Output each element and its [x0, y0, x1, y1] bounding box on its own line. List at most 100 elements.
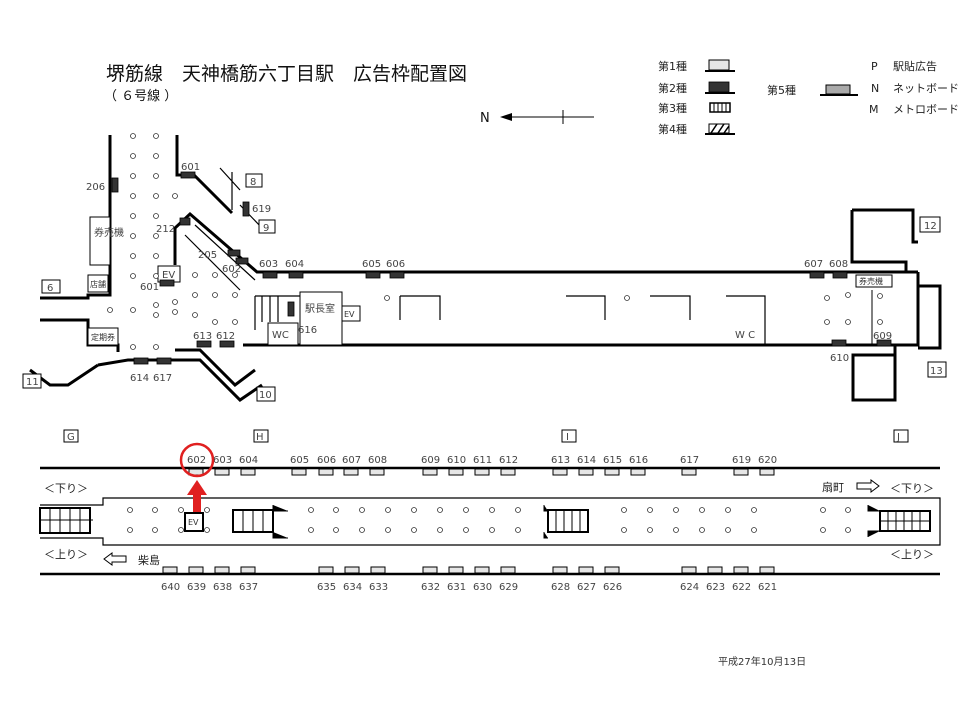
platform-ad-top-620[interactable]: 620: [758, 455, 777, 476]
concourse-ad-605[interactable]: 605: [362, 259, 381, 279]
column: [333, 507, 339, 513]
platform-ad-bottom-632[interactable]: 632: [421, 566, 440, 593]
concourse-ad-612[interactable]: 612: [216, 331, 235, 348]
concourse-ad-206[interactable]: 206: [86, 177, 119, 193]
platform-ad-bottom-621[interactable]: 621: [758, 566, 777, 593]
ad-number: 606: [386, 259, 405, 270]
platform-ad-top-613[interactable]: 613: [551, 455, 570, 476]
platform-ad-bottom-631[interactable]: 631: [447, 566, 466, 593]
platform-ad-top-602[interactable]: 602: [187, 455, 206, 476]
svg-text:10: 10: [259, 390, 272, 401]
hatched-frame-icon: [705, 123, 735, 135]
arrow-left-icon: [103, 552, 127, 566]
concourse-ad-617[interactable]: 617: [153, 357, 172, 384]
svg-text:I: I: [566, 432, 569, 443]
ad-number: 212: [156, 224, 175, 235]
exit-8: 8: [245, 173, 263, 188]
concourse-ad-614[interactable]: 614: [130, 357, 149, 384]
ad-number: 639: [187, 582, 206, 593]
gray-frame-icon: [820, 84, 858, 96]
platform-ad-top-609[interactable]: 609: [421, 455, 440, 476]
ad-number: 205: [198, 250, 217, 261]
ad-number: 603: [259, 259, 278, 270]
concourse-ad-610[interactable]: 610: [830, 339, 849, 364]
concourse-ad-212[interactable]: 212: [156, 217, 191, 235]
ad-number: 614: [577, 455, 596, 466]
column: [153, 133, 159, 139]
ad-number: 601: [181, 162, 200, 173]
column: [621, 527, 627, 533]
column: [212, 272, 218, 278]
svg-text:9: 9: [263, 223, 269, 234]
exit-6: 6: [41, 279, 61, 294]
platform-ad-bottom-626[interactable]: 626: [603, 566, 622, 593]
platform-ad-bottom-627[interactable]: 627: [577, 566, 596, 593]
column: [820, 507, 826, 513]
column: [127, 507, 133, 513]
column: [178, 507, 184, 513]
platform-ad-top-606[interactable]: 606: [317, 455, 336, 476]
platform-ad-top-605[interactable]: 605: [290, 455, 309, 476]
column: [824, 295, 830, 301]
platform-ad-top-619[interactable]: 619: [732, 455, 751, 476]
ad-number: 614: [130, 373, 149, 384]
column: [153, 193, 159, 199]
platform-ad-bottom-628[interactable]: 628: [551, 566, 570, 593]
column: [153, 312, 159, 318]
concourse-ad-604[interactable]: 604: [285, 259, 304, 279]
svg-text:J: J: [896, 432, 900, 443]
ad-number: 631: [447, 582, 466, 593]
platform-ad-top-604[interactable]: 604: [239, 455, 258, 476]
column: [153, 173, 159, 179]
platform-ad-top-607[interactable]: 607: [342, 455, 361, 476]
platform-ad-bottom-630[interactable]: 630: [473, 566, 492, 593]
ad-number: 604: [239, 455, 258, 466]
platform-ad-bottom-622[interactable]: 622: [732, 566, 751, 593]
platform-ad-top-614[interactable]: 614: [577, 455, 596, 476]
concourse-ad-613[interactable]: 613: [193, 331, 212, 348]
ad-number: 637: [239, 582, 258, 593]
platform-ad-bottom-624[interactable]: 624: [680, 566, 699, 593]
platform-ad-top-603[interactable]: 603: [213, 455, 232, 476]
column: [621, 507, 627, 513]
ad-number: 627: [577, 582, 596, 593]
column: [463, 507, 469, 513]
column: [308, 527, 314, 533]
concourse-ad-205[interactable]: 205: [198, 249, 241, 261]
ad-number: 607: [804, 259, 823, 270]
concourse-ad-606[interactable]: 606: [386, 259, 405, 279]
concourse-ad-608[interactable]: 608: [829, 259, 848, 279]
concourse-ad-609[interactable]: 609: [873, 331, 892, 347]
platform-ad-top-611[interactable]: 611: [473, 455, 492, 476]
platform-ad-top-608[interactable]: 608: [368, 455, 387, 476]
concourse-ad-607[interactable]: 607: [804, 259, 825, 279]
platform-ad-top-617[interactable]: 617: [680, 455, 699, 476]
platform-ad-top-615[interactable]: 615: [603, 455, 622, 476]
column: [172, 193, 178, 199]
concourse-ad-616[interactable]: 616: [287, 301, 317, 336]
platform-ad-top-616[interactable]: 616: [629, 455, 648, 476]
platform-ad-bottom-634[interactable]: 634: [343, 566, 362, 593]
platform-ad-bottom-638[interactable]: 638: [213, 566, 232, 593]
platform-ad-bottom-640[interactable]: 640: [161, 566, 180, 593]
concourse-ad-601[interactable]: 601: [180, 162, 200, 179]
concourse-ad-602[interactable]: 602: [222, 257, 249, 275]
column: [130, 213, 136, 219]
concourse-ad-601[interactable]: 601: [140, 279, 175, 293]
column: [130, 253, 136, 259]
platform-ad-bottom-639[interactable]: 639: [187, 566, 206, 593]
platform-ad-bottom-629[interactable]: 629: [499, 566, 518, 593]
ad-number: 634: [343, 582, 362, 593]
platform-ad-top-610[interactable]: 610: [447, 455, 466, 476]
platform-ad-bottom-623[interactable]: 623: [706, 566, 725, 593]
platform-ad-bottom-633[interactable]: 633: [369, 566, 388, 593]
platform-ad-top-612[interactable]: 612: [499, 455, 518, 476]
concourse-ad-603[interactable]: 603: [259, 259, 278, 279]
concourse-ad-619[interactable]: 619: [242, 201, 271, 217]
platform-ad-bottom-635[interactable]: 635: [317, 566, 336, 593]
exit-10: 10: [256, 386, 276, 402]
column: [153, 233, 159, 239]
platform-ad-bottom-637[interactable]: 637: [239, 566, 258, 593]
column: [489, 507, 495, 513]
